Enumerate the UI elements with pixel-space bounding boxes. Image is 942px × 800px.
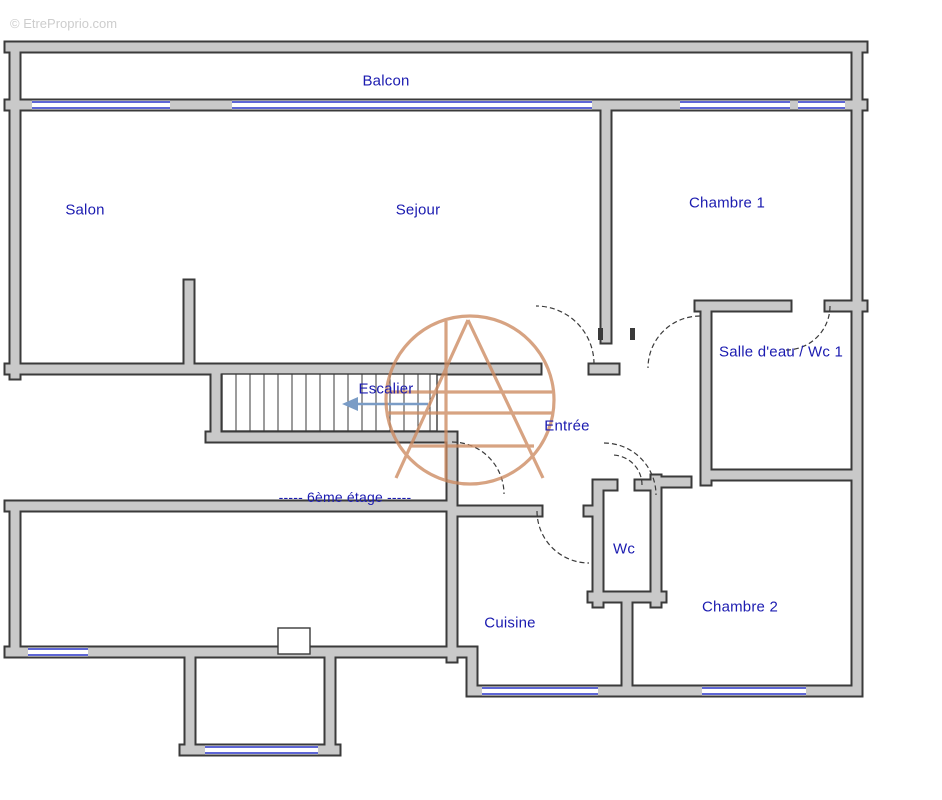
door-arc [611,454,643,486]
floor-level-label: ----- 6ème étage ----- [278,489,412,505]
door-arc [785,305,831,351]
room-label-escalier: Escalier [358,380,414,398]
copyright-watermark: © EtreProprio.com [10,16,118,31]
etreproprio-logo-icon [384,314,556,486]
room-label-wc: Wc [612,540,636,558]
window [32,100,170,110]
door-jamb [598,328,603,340]
window [798,100,845,110]
door-arc [603,442,657,496]
duct-notch [277,627,311,655]
window [482,686,598,696]
room-label-sejour: Sejour [395,201,441,219]
window [28,647,88,657]
door-arc [536,510,590,564]
room-label-cuisine: Cuisine [484,614,536,632]
stair-direction-arrow-icon [342,397,428,411]
door-arc [451,441,505,495]
room-label-salon: Salon [65,201,105,219]
staircase [221,373,438,432]
door-jamb [630,328,635,340]
room-label-balcon: Balcon [362,72,410,90]
room-label-entree: Entrée [544,417,590,435]
room-label-chambre2: Chambre 2 [701,598,779,616]
room-label-salle-eau-wc1: Salle d'eau / Wc 1 [718,343,844,361]
window [232,100,592,110]
room-label-chambre1: Chambre 1 [688,194,766,212]
window [702,686,806,696]
window [680,100,790,110]
window [205,745,318,755]
door-arc [535,305,595,365]
door-arc [647,315,701,369]
windows [28,100,845,755]
doors [451,305,831,564]
